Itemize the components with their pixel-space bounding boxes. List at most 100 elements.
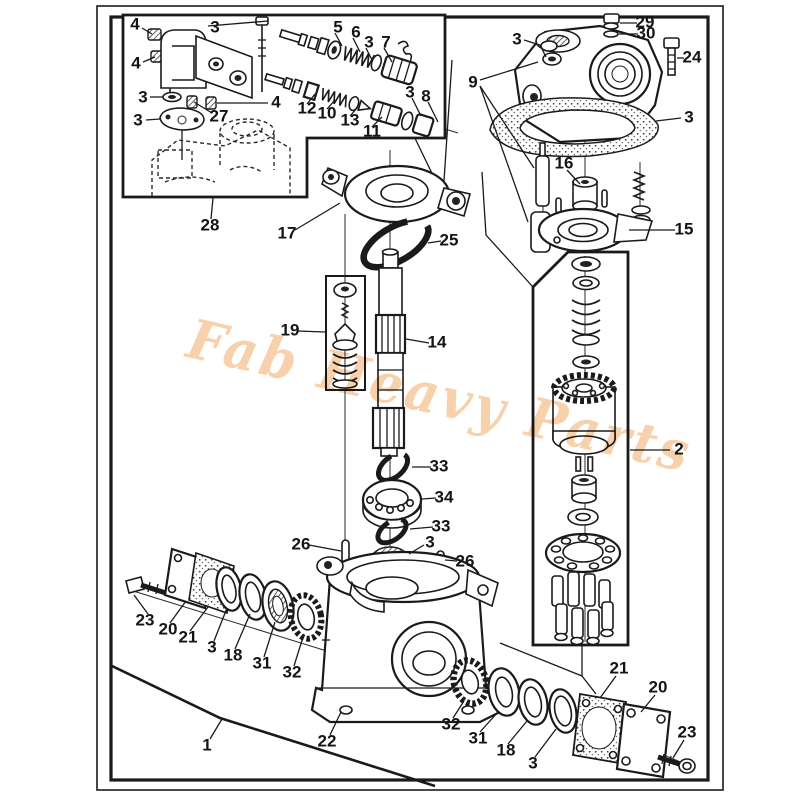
part-label-3: 3 — [210, 17, 219, 36]
cam-plate-15 — [537, 207, 654, 253]
rotating-group-box-2 — [531, 250, 630, 647]
part-label-30: 30 — [637, 23, 656, 42]
part-label-21: 21 — [610, 658, 629, 677]
bolt-29 — [603, 13, 620, 24]
part-label-23: 23 — [678, 722, 697, 741]
part-label-26: 26 — [292, 534, 311, 553]
part-label-31: 31 — [469, 728, 488, 747]
part-label-1: 1 — [202, 735, 211, 754]
piston-cluster — [551, 571, 614, 646]
washer-13 — [348, 95, 360, 112]
part-label-7: 7 — [381, 32, 390, 51]
part-label-3: 3 — [364, 32, 373, 51]
roller-16 — [572, 176, 598, 212]
bearing-32R — [450, 657, 490, 707]
part-label-16: 16 — [555, 153, 574, 172]
group2-tie-lines — [499, 642, 583, 677]
part-label-3: 3 — [425, 532, 434, 551]
spring-19 — [332, 353, 358, 383]
leader-lines — [133, 20, 685, 759]
nut-12 — [302, 80, 321, 102]
ring-31L — [272, 595, 284, 617]
valve-cover-assembly — [489, 13, 680, 253]
part-label-3: 3 — [138, 87, 147, 106]
part-label-6: 6 — [351, 22, 360, 41]
part-label-33: 33 — [432, 516, 451, 535]
ring-31R — [494, 676, 514, 708]
part-label-20: 20 — [649, 677, 668, 696]
part-label-29: 29 — [636, 12, 655, 31]
assembly-1-boundary-line — [111, 664, 436, 788]
part-label-21: 21 — [179, 627, 198, 646]
spool-row-1 — [278, 28, 418, 86]
part-label-27: 27 — [210, 106, 229, 125]
part-label-8: 8 — [421, 86, 430, 105]
plug-27 — [186, 95, 198, 109]
plunger-9a — [535, 155, 550, 207]
cap-8 — [411, 113, 435, 138]
part-label-18: 18 — [224, 645, 243, 664]
part-label-12: 12 — [298, 98, 317, 117]
bolt-23L-head — [125, 576, 145, 594]
spring-large — [571, 299, 601, 336]
yoke-17 — [321, 164, 471, 224]
part-label-9: 9 — [468, 72, 477, 91]
part-label-26: 26 — [456, 551, 475, 570]
valve-kit-box-19 — [325, 275, 366, 391]
part-label-18: 18 — [497, 740, 516, 759]
ring-18R — [523, 686, 543, 718]
clip-8s — [397, 40, 413, 63]
part-label-10: 10 — [318, 103, 337, 122]
spring-small — [631, 171, 647, 201]
part-label-32: 32 — [442, 714, 461, 733]
part-label-15: 15 — [675, 219, 694, 238]
washer-3 — [370, 54, 382, 72]
bearing-32L — [287, 592, 325, 642]
part-label-33: 33 — [430, 456, 449, 475]
washer-30 — [603, 30, 619, 38]
spring-6 — [343, 46, 376, 68]
part-label-4: 4 — [130, 14, 140, 33]
front-seal-group — [125, 547, 325, 642]
washer-3 — [400, 111, 414, 131]
snap-ring-33a — [375, 451, 411, 483]
part-label-13: 13 — [341, 110, 360, 129]
part-label-4: 4 — [271, 92, 281, 111]
inset-box-valve-group — [121, 13, 447, 199]
bearing-34 — [361, 478, 423, 529]
part-label-17: 17 — [278, 223, 297, 242]
part-label-24: 24 — [683, 47, 702, 66]
part-label-2: 2 — [674, 439, 683, 458]
part-label-22: 22 — [318, 731, 337, 750]
part-label-14: 14 — [428, 332, 447, 351]
housing-28-dashed-view — [151, 118, 291, 196]
part-label-19: 19 — [281, 320, 300, 339]
bolt-24-head — [663, 37, 680, 49]
part-label-23: 23 — [136, 610, 155, 629]
part-label-4: 4 — [131, 53, 141, 72]
control-bracket — [147, 16, 269, 160]
gasket-3-small — [159, 107, 205, 131]
part-label-31: 31 — [253, 653, 272, 672]
part-label-3: 3 — [207, 637, 216, 656]
snap-ring-33b — [375, 516, 409, 546]
ring-3a — [540, 40, 558, 52]
seal-3R — [553, 695, 573, 727]
part-label-3: 3 — [684, 107, 693, 126]
cover-tie-line — [481, 171, 534, 288]
spring-10 — [321, 87, 347, 108]
part-label-3: 3 — [512, 29, 521, 48]
plate-20R — [615, 702, 672, 779]
nut-4a — [147, 28, 162, 41]
part-label-11: 11 — [363, 121, 381, 140]
pivot-bushing — [571, 474, 597, 504]
drive-shaft-14 — [371, 248, 407, 457]
ring-18L — [244, 581, 262, 613]
part-label-32: 32 — [283, 662, 302, 681]
port-plate — [544, 532, 622, 574]
main-housing-22 — [310, 550, 502, 724]
part-label-3: 3 — [528, 753, 537, 772]
part-label-25: 25 — [440, 230, 459, 249]
